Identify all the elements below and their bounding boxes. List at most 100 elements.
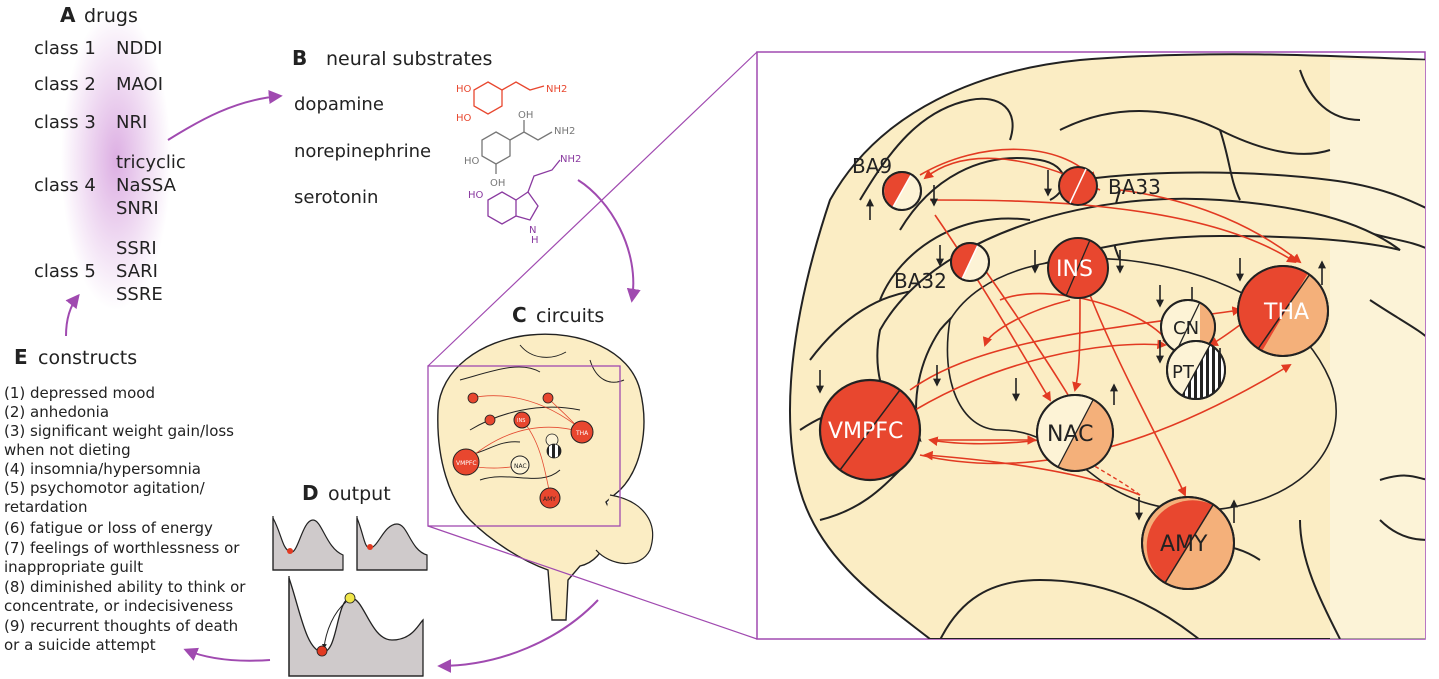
label-ba9: BA9 [852,154,892,178]
panel-d: D output [272,481,428,677]
panel-c: C circuits VMPFC THA INS NAC AMY [427,51,758,640]
class-4-drug-1: tricyclic [116,152,186,173]
class-3-label: class 3 [34,112,96,133]
arrow-b-to-c [577,179,641,303]
panel-b-letter: B [292,46,307,70]
class-1-label: class 1 [34,38,96,59]
label-ba33: BA33 [1108,175,1161,199]
panel-a-title: drugs [84,5,138,27]
node-amy [1141,496,1235,590]
norepinephrine-ho: HO [464,156,480,167]
dopamine-ho-2: HO [456,113,472,124]
label-amy: AMY [1160,532,1208,557]
zoom-source-box [427,365,621,527]
small-brain: VMPFC THA INS NAC AMY [437,333,654,621]
panel-d-letter: D [302,481,319,505]
construct-line-6: (5) psychomotor agitation/ [4,479,206,497]
panel-d-title: output [328,483,391,505]
node-vmpfc [818,378,922,482]
serotonin-ho: HO [468,190,484,201]
zoom-line-top [427,51,758,367]
mini-amy: AMY [543,496,556,503]
serotonin-n: N [529,225,536,236]
construct-line-9: (7) feelings of worthlessness or [4,539,240,557]
construct-line-10: inappropriate guilt [4,558,143,576]
panel-c-letter: C [512,303,527,327]
class-5-drug-3: SSRE [116,284,163,305]
landscape-large [288,576,424,677]
landscape-small-2 [356,516,428,571]
serotonin-nh2: NH2 [560,154,581,165]
norepinephrine-nh2: NH2 [554,126,575,137]
dopamine-nh2: NH2 [546,84,567,95]
node-tha [1237,265,1329,357]
construct-line-4: when not dieting [4,441,131,459]
construct-line-12: concentrate, or indecisiveness [4,597,233,615]
construct-line-3: (3) significant weight gain/loss [4,422,234,440]
construct-line-11: (8) diminished ability to think or [4,578,246,596]
arrow-e-to-a [65,293,80,337]
flow-arrows [65,90,641,673]
class-5-drug-1: SSRI [116,238,157,259]
label-ins: INS [1056,257,1093,282]
label-nac: NAC [1047,422,1093,447]
node-ba32 [950,242,990,282]
construct-line-1: (1) depressed mood [4,384,155,402]
panel-a-letter: A [60,3,76,27]
norepinephrine-oh-2: OH [490,178,505,189]
class-1-drug: NDDI [116,38,163,59]
substrate-serotonin: serotonin [294,187,378,208]
serotonin-h: H [531,235,539,246]
mini-vmpfc: VMPFC [456,460,477,467]
landscape-small-1 [272,516,344,571]
zoom-line-bottom [427,525,758,640]
node-nac [1036,394,1114,472]
node-ins [1047,237,1109,299]
serotonin-structure [487,159,561,225]
node-pt [1166,340,1226,400]
mini-ins: INS [517,418,525,424]
class-5-label: class 5 [34,261,96,282]
class-2-drug: MAOI [116,74,163,95]
construct-line-2: (2) anhedonia [4,403,109,421]
substrate-dopamine: dopamine [294,94,384,115]
node-ba33 [1058,166,1098,206]
class-2-label: class 2 [34,74,96,95]
mini-nac: NAC [514,463,527,470]
arrow-d-to-e [183,647,271,662]
class-5-drug-2: SARI [116,261,158,282]
construct-line-14: or a suicide attempt [4,636,156,654]
label-vmpfc: VMPFC [828,419,903,444]
panel-e-letter: E [14,345,28,369]
panel-a: A drugs class 1 NDDI class 2 MAOI class … [34,3,186,310]
dopamine-ho-1: HO [456,84,472,95]
norepinephrine-oh-1: OH [518,110,533,121]
construct-line-8: (6) fatigue or loss of energy [4,519,213,537]
class-4-label: class 4 [34,175,96,196]
label-ba32: BA32 [894,269,947,293]
construct-line-13: (9) recurrent thoughts of death [4,617,238,635]
panel-b-title: neural substrates [326,48,492,70]
label-tha: THA [1263,300,1309,325]
class-4-drug-3: SNRI [116,198,159,219]
class-3-drug: NRI [116,112,147,133]
construct-line-7: retardation [4,498,88,516]
node-ba9 [882,171,922,211]
panel-b: B neural substrates dopamine norepinephr… [292,46,581,246]
arrow-c-to-d [437,599,599,673]
node-cn [1160,299,1216,355]
mini-tha: THA [575,430,589,437]
norepinephrine-structure [481,120,553,174]
label-pt: PT [1172,362,1195,383]
panel-e: E constructs (1) depressed mood (2) anhe… [4,345,246,654]
arrow-a-to-b [167,90,283,141]
dopamine-structure [473,81,545,115]
class-4-drug-2: NaSSA [116,175,177,196]
substrate-norepinephrine: norepinephrine [294,141,431,162]
label-cn: CN [1173,318,1199,339]
construct-line-5: (4) insomnia/hypersomnia [4,460,201,478]
zoom-panel: BA9 BA33 BA32 INS [756,51,1426,640]
panel-e-title: constructs [38,347,137,369]
panel-c-title: circuits [536,305,604,327]
